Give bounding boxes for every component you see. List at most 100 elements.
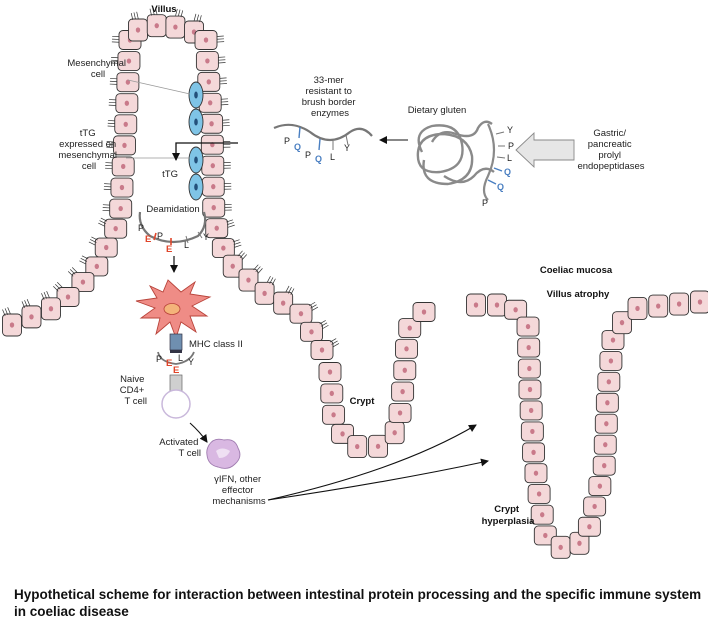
activation-arrow: [189, 422, 208, 443]
microvillus: [21, 301, 25, 308]
microvillus: [89, 239, 97, 243]
microvillus: [266, 275, 271, 283]
33-mer-peptide: P Q P Q L Y: [273, 123, 373, 164]
deamidated-peptide: P E P E L Y: [138, 211, 209, 255]
svg-text:L: L: [330, 152, 335, 162]
microvillus: [319, 320, 326, 325]
cell-nucleus: [527, 365, 532, 372]
cell-nucleus: [533, 470, 539, 476]
microvillus: [79, 260, 86, 265]
cell-nucleus: [676, 301, 682, 307]
svg-text:Q: Q: [504, 167, 511, 177]
figure-caption: Hypothetical scheme for interaction betw…: [14, 587, 702, 619]
cell-nucleus: [9, 322, 15, 328]
cell-nucleus: [205, 58, 210, 64]
microvillus: [290, 288, 295, 295]
cell-nucleus: [221, 245, 226, 251]
cell-nucleus: [94, 263, 100, 269]
cell-nucleus: [656, 303, 661, 309]
cell-nucleus: [526, 344, 531, 351]
cell-nucleus: [602, 463, 607, 469]
microvillus: [253, 264, 259, 271]
svg-text:P: P: [156, 354, 162, 364]
activated-t-cell-icon: [206, 438, 241, 469]
microvillus: [196, 14, 199, 22]
cell-nucleus: [494, 302, 500, 308]
cell-nucleus: [329, 390, 334, 397]
cell-nucleus: [531, 449, 536, 455]
cell-nucleus: [543, 532, 548, 539]
cell-nucleus: [604, 421, 609, 427]
microvillus: [55, 284, 61, 290]
microvillus: [69, 269, 76, 275]
dietary-gluten-label: Dietary gluten: [408, 105, 467, 116]
svg-text:E: E: [173, 365, 179, 376]
microvillus: [255, 266, 261, 273]
33-mer-label: 33-mer resistant to brush border enzymes: [302, 75, 359, 119]
cell-nucleus: [392, 430, 397, 436]
cell-nucleus: [319, 347, 325, 353]
microvillus: [177, 9, 181, 17]
cell-nucleus: [536, 491, 542, 497]
microvillus: [149, 8, 152, 16]
microvillus: [133, 12, 136, 20]
cell-nucleus: [635, 305, 640, 312]
svg-text:Y: Y: [203, 232, 209, 242]
cell-nucleus: [527, 386, 533, 393]
microvillus: [130, 13, 134, 20]
enzyme-action-arrow: [515, 131, 575, 169]
activated-t-cell-label: Activated T cell: [159, 437, 201, 459]
microvillus: [287, 287, 292, 294]
cell-nucleus: [135, 27, 141, 33]
svg-text:L: L: [178, 353, 183, 363]
microvillus: [46, 290, 50, 298]
cell-nucleus: [210, 163, 215, 169]
microvillus: [193, 13, 197, 21]
crypt-label: Crypt: [350, 396, 376, 407]
cell-nucleus: [126, 58, 132, 64]
microvillus: [80, 258, 88, 262]
crypt-hyperplasia-label: Crypt hyperplasia: [482, 504, 536, 527]
svg-text:P: P: [284, 136, 290, 146]
microvillus: [99, 220, 106, 225]
svg-text:Y: Y: [507, 125, 513, 135]
ifn-effector-label: γIFN, other effector mechanisms: [212, 474, 266, 507]
svg-text:L: L: [507, 153, 512, 163]
effector-arrow-upper: [267, 424, 477, 501]
cell-nucleus: [211, 184, 216, 190]
svg-text:P: P: [305, 150, 311, 160]
mesenchymal-cells: [188, 81, 204, 201]
villus-label: Villus: [151, 4, 176, 15]
microvillus: [329, 338, 337, 343]
microvillus: [53, 286, 59, 292]
microvillus: [88, 241, 96, 246]
microvillus: [226, 219, 234, 223]
cell-nucleus: [697, 299, 703, 305]
svg-text:Y: Y: [344, 143, 350, 153]
microvillus: [7, 307, 11, 314]
microvillus: [269, 277, 274, 284]
microvillus: [232, 239, 240, 243]
microvillus: [227, 222, 234, 226]
cell-nucleus: [421, 309, 427, 315]
cell-nucleus: [577, 540, 582, 546]
microvillus: [271, 278, 276, 286]
cell-nucleus: [211, 205, 216, 211]
svg-text:L: L: [184, 240, 189, 250]
cell-nucleus: [118, 205, 123, 212]
cell-nucleus: [154, 23, 159, 29]
naive-t-cell-label: Naive CD4+ T cell: [120, 374, 147, 407]
microvillus: [41, 293, 45, 300]
cell-nucleus: [203, 37, 209, 43]
cell-nucleus: [173, 24, 178, 30]
dendritic-cell-icon: [135, 279, 212, 340]
cell-nucleus: [558, 544, 563, 550]
microvillus: [152, 8, 155, 16]
mhc-class-ii-complex: P E L Y E: [156, 333, 195, 392]
cell-nucleus: [122, 142, 127, 148]
microvillus: [241, 254, 247, 261]
cell-nucleus: [619, 320, 625, 326]
microvillus: [175, 8, 178, 16]
cell-nucleus: [246, 277, 251, 283]
svg-text:E: E: [166, 244, 172, 255]
